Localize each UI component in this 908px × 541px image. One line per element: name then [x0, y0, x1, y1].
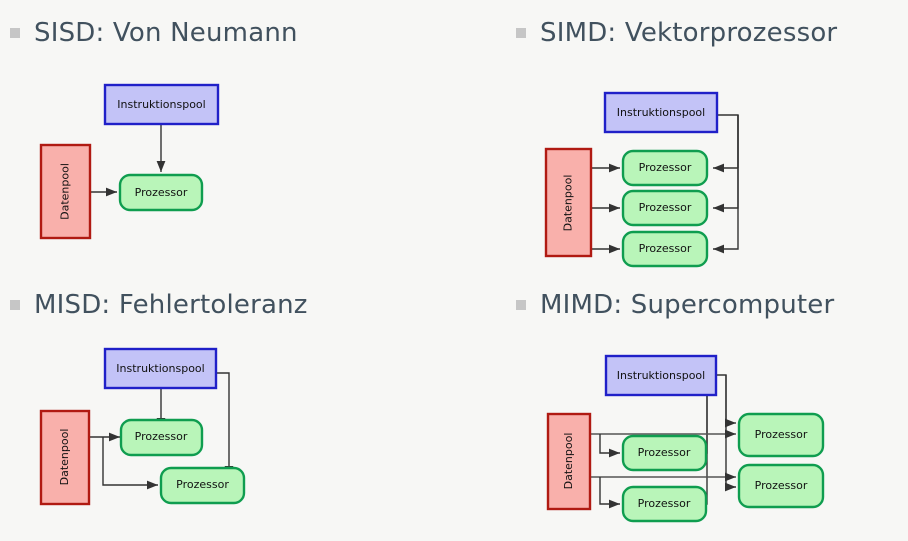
node-processor-label: Prozessor — [755, 479, 808, 492]
diagram-misd: Instruktionspool Datenpool Prozessor Pro… — [0, 271, 454, 541]
node-data-pool — [546, 412, 592, 511]
diagram-simd: Instruktionspool Datenpool Prozessor Pro… — [454, 0, 908, 270]
node-processor-label: Prozessor — [638, 446, 691, 459]
heading-mimd: MIMD: Supercomputer — [516, 292, 834, 318]
heading-misd-label: MISD: Fehlertoleranz — [34, 290, 308, 320]
bullet-square-icon — [516, 300, 526, 310]
node-instruction-pool — [604, 354, 718, 397]
node-processor-label: Prozessor — [176, 478, 229, 491]
node-instruction-pool-label: Instruktionspool — [116, 362, 204, 375]
node-processor — [621, 485, 708, 523]
node-processor-label: Prozessor — [755, 428, 808, 441]
heading-sisd: SISD: Von Neumann — [10, 20, 298, 46]
heading-sisd-label: SISD: Von Neumann — [34, 18, 298, 48]
node-processor — [621, 149, 709, 187]
quadrant-simd: SIMD: Vektorprozessor — [454, 0, 908, 270]
node-instruction-pool — [103, 83, 220, 126]
heading-mimd-label: MIMD: Supercomputer — [540, 290, 835, 320]
node-data-pool — [39, 409, 91, 506]
quadrant-mimd: MIMD: Supercomputer — [454, 271, 908, 541]
node-processor-label: Prozessor — [639, 161, 692, 174]
node-processor — [159, 466, 246, 505]
diagram-sisd: Instruktionspool Datenpool Prozessor — [0, 0, 454, 270]
diagram-mimd: Instruktionspool Datenpool Prozessor Pro… — [454, 271, 908, 541]
node-processor — [737, 412, 825, 458]
node-processor-label: Prozessor — [639, 201, 692, 214]
node-processor — [737, 463, 825, 509]
node-processor-label: Prozessor — [638, 497, 691, 510]
bullet-square-icon — [10, 300, 20, 310]
node-processor-label: Prozessor — [135, 430, 188, 443]
quadrant-misd: MISD: Fehlertoleranz Instruk — [0, 271, 454, 541]
heading-simd: SIMD: Vektorprozessor — [516, 20, 837, 46]
bullet-square-icon — [10, 28, 20, 38]
bullet-square-icon — [516, 28, 526, 38]
node-processor — [118, 173, 204, 212]
node-processor — [621, 189, 709, 227]
node-processor — [621, 230, 709, 268]
node-instruction-pool — [603, 91, 719, 134]
node-data-pool-label: Datenpool — [58, 429, 71, 486]
quadrant-sisd: SISD: Von Neumann Instruktionspool Dat — [0, 0, 454, 270]
node-instruction-pool-label: Instruktionspool — [617, 106, 705, 119]
node-instruction-pool — [103, 347, 218, 390]
node-data-pool-label: Datenpool — [562, 175, 575, 232]
node-processor-label: Prozessor — [639, 242, 692, 255]
node-data-pool — [544, 147, 593, 258]
node-data-pool — [39, 143, 92, 240]
node-instruction-pool-label: Instruktionspool — [617, 369, 705, 382]
heading-simd-label: SIMD: Vektorprozessor — [540, 18, 838, 48]
node-processor — [119, 418, 204, 457]
heading-misd: MISD: Fehlertoleranz — [10, 292, 308, 318]
node-processor — [621, 434, 708, 472]
node-data-pool-label: Datenpool — [59, 163, 72, 220]
node-instruction-pool-label: Instruktionspool — [117, 98, 205, 111]
node-processor-label: Prozessor — [135, 186, 188, 199]
node-data-pool-label: Datenpool — [562, 433, 575, 490]
